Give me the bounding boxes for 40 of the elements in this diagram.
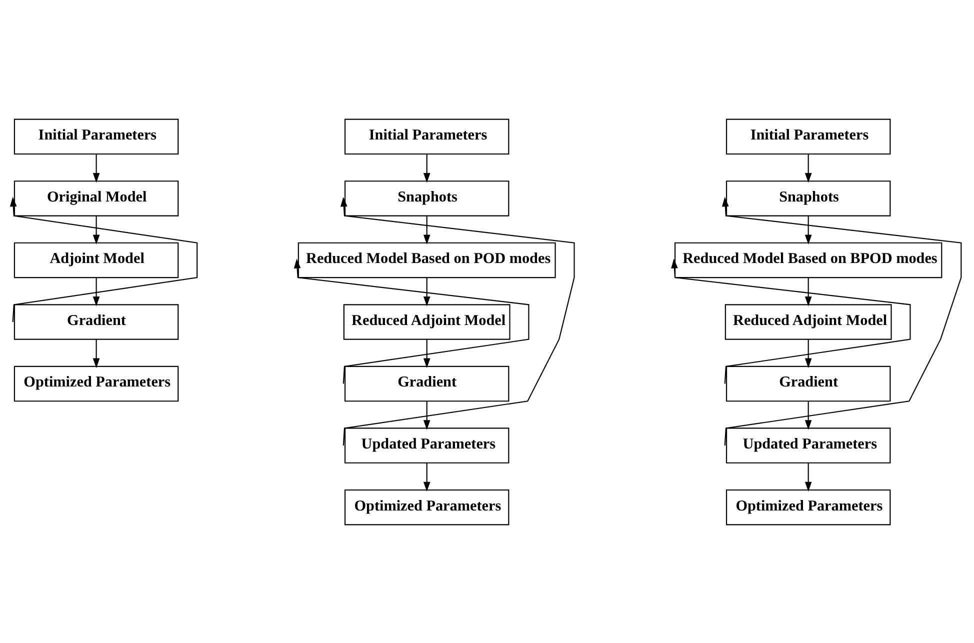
arrow bbox=[804, 400, 812, 430]
node-box: Optimized Parameters bbox=[344, 488, 510, 525]
arrow bbox=[804, 462, 812, 492]
arrow bbox=[722, 196, 962, 446]
node-box: Snaphots bbox=[726, 180, 891, 216]
arrow bbox=[10, 196, 198, 322]
node-box: Snaphots bbox=[344, 180, 510, 216]
arrow bbox=[804, 215, 812, 244]
arrow bbox=[423, 462, 430, 492]
arrow bbox=[423, 215, 430, 244]
arrow bbox=[671, 258, 911, 384]
arrow bbox=[92, 277, 100, 306]
node-box: Initial Parameters bbox=[344, 118, 510, 154]
node-box: Gradient bbox=[344, 365, 510, 402]
arrow bbox=[804, 154, 812, 182]
arrow bbox=[92, 338, 100, 368]
arrow bbox=[294, 258, 530, 384]
node-box: Initial Parameters bbox=[14, 118, 179, 154]
node-box: Updated Parameters bbox=[344, 427, 510, 463]
node-box: Reduced Adjoint Model bbox=[724, 304, 892, 340]
node-box: Optimized Parameters bbox=[726, 488, 891, 525]
arrow bbox=[423, 400, 430, 430]
node-box: Reduced Model Based on POD modes bbox=[298, 242, 556, 278]
node-box: Updated Parameters bbox=[726, 427, 891, 463]
arrow bbox=[92, 154, 100, 182]
arrow bbox=[423, 338, 430, 368]
node-box: Optimized Parameters bbox=[14, 365, 179, 402]
node-box: Initial Parameters bbox=[726, 118, 891, 154]
arrow bbox=[92, 215, 100, 244]
node-box: Reduced Model Based on BPOD modes bbox=[674, 242, 942, 278]
node-box: Reduced Adjoint Model bbox=[343, 304, 510, 340]
arrow bbox=[423, 277, 430, 306]
node-box: Gradient bbox=[726, 365, 891, 402]
node-box: Original Model bbox=[14, 180, 179, 216]
arrow bbox=[340, 196, 575, 446]
node-box: Adjoint Model bbox=[14, 242, 179, 278]
node-box: Gradient bbox=[14, 304, 179, 340]
arrow bbox=[423, 154, 430, 182]
arrow bbox=[804, 277, 812, 306]
arrow bbox=[804, 338, 812, 368]
